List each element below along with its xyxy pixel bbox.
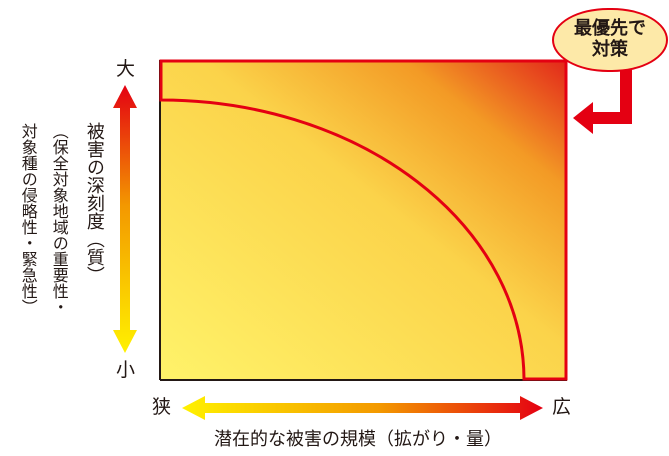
horizontal-double-arrow: [182, 396, 543, 420]
vertical-double-arrow: [113, 85, 137, 353]
y-axis-low-label: 小: [116, 359, 136, 381]
y-axis-high-label: 大: [116, 58, 136, 80]
callout-line-2: 対策: [592, 39, 628, 60]
severity-area: [160, 60, 567, 380]
y-axis-subtitle-line-1: （保全対象地域の重要性・: [49, 123, 69, 315]
y-axis-title: 被害の深刻度（質）: [83, 122, 105, 284]
callout-pointer-arrow: [573, 70, 632, 134]
x-axis-title: 潜在的な被害の規模（拡がり・量）: [214, 429, 502, 450]
x-axis-narrow-label: 狭: [152, 396, 172, 418]
priority-region-outline: [159, 59, 568, 381]
x-axis-wide-label: 広: [552, 396, 572, 418]
callout-line-1: 最優先で: [574, 18, 646, 40]
top-priority-callout: 最優先で 対策: [552, 8, 668, 72]
y-axis-subtitle-line-2: 対象種の侵略性・緊急性）: [18, 123, 38, 315]
